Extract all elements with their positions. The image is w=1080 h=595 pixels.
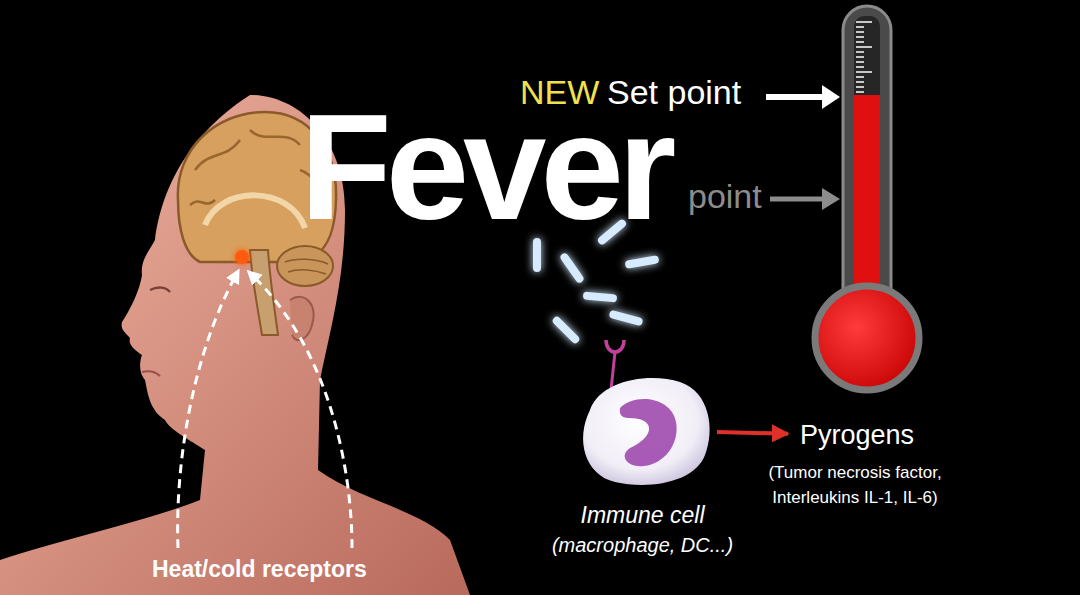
cell-nucleus [620, 399, 677, 466]
receptor-label: Heat/cold receptors [152, 557, 367, 582]
arrow-head [822, 188, 840, 210]
thermometer-bulb [815, 286, 919, 390]
new-set-point-arrow [766, 94, 826, 100]
eye [150, 288, 170, 292]
pyrogen-particle [625, 255, 660, 269]
node-body-block: (Tumor necrosis factor, Interleukins IL-… [735, 461, 975, 510]
receptor-stalk [611, 352, 615, 390]
set-point-label: Set point [607, 74, 741, 111]
scale-tick [856, 86, 864, 88]
brainstem [250, 250, 278, 335]
pyrogen-particle [533, 238, 541, 272]
cell-shape [570, 370, 715, 490]
scale-tick [856, 66, 864, 68]
thermometer [815, 6, 919, 390]
node-body: (macrophage, DC...) [552, 532, 733, 558]
pyrogen-particle [583, 292, 618, 303]
old-set-point-label: point [688, 178, 762, 215]
node-body: (Tumor necrosis factor, Interleukins IL-… [735, 461, 975, 510]
scale-tick [856, 31, 864, 33]
scale-tick [856, 76, 864, 78]
cerebellum-folds [285, 259, 328, 274]
scale-tick [856, 61, 864, 63]
scale-tick [856, 51, 864, 53]
pyrogens-box: Pyrogens(Tumor necrosis factor, Interleu… [792, 418, 918, 453]
pyrogen-particle [559, 252, 585, 284]
corpus-callosum [205, 195, 305, 228]
lips [142, 371, 160, 376]
set-point-tag: NEW [520, 74, 599, 111]
scale-tick [856, 91, 864, 93]
pyrogen-particle [609, 310, 644, 327]
set-point-arrows [766, 85, 840, 210]
ear [290, 297, 313, 340]
node-heading: Immune cell [552, 498, 733, 532]
signal-arrow [252, 275, 352, 548]
flow-arrow [717, 432, 788, 434]
scale-tick [856, 56, 864, 58]
receptor-cup [606, 340, 624, 352]
cell-membrane [583, 378, 710, 485]
old-set-point-arrow [770, 197, 826, 202]
node-heading: Pyrogens [800, 420, 914, 451]
scale-tick [856, 26, 864, 28]
cell-receptor [606, 340, 624, 390]
cell-caption: Immune cell(macrophage, DC...) [552, 498, 733, 558]
hypothalamus-dot [235, 250, 249, 264]
scale-tick [856, 71, 872, 73]
scale-tick [856, 41, 864, 43]
pyrogen-particle [551, 315, 581, 345]
title: Fever [300, 92, 670, 242]
arrow-head [822, 85, 840, 109]
immune-cell: Immune cell(macrophage, DC...) [570, 370, 715, 490]
cerebellum [277, 246, 333, 286]
scale-tick [856, 46, 872, 48]
signal-arrow [178, 275, 236, 548]
scale-tick [856, 21, 872, 23]
scale-tick [856, 81, 864, 83]
scale-tick [856, 36, 864, 38]
